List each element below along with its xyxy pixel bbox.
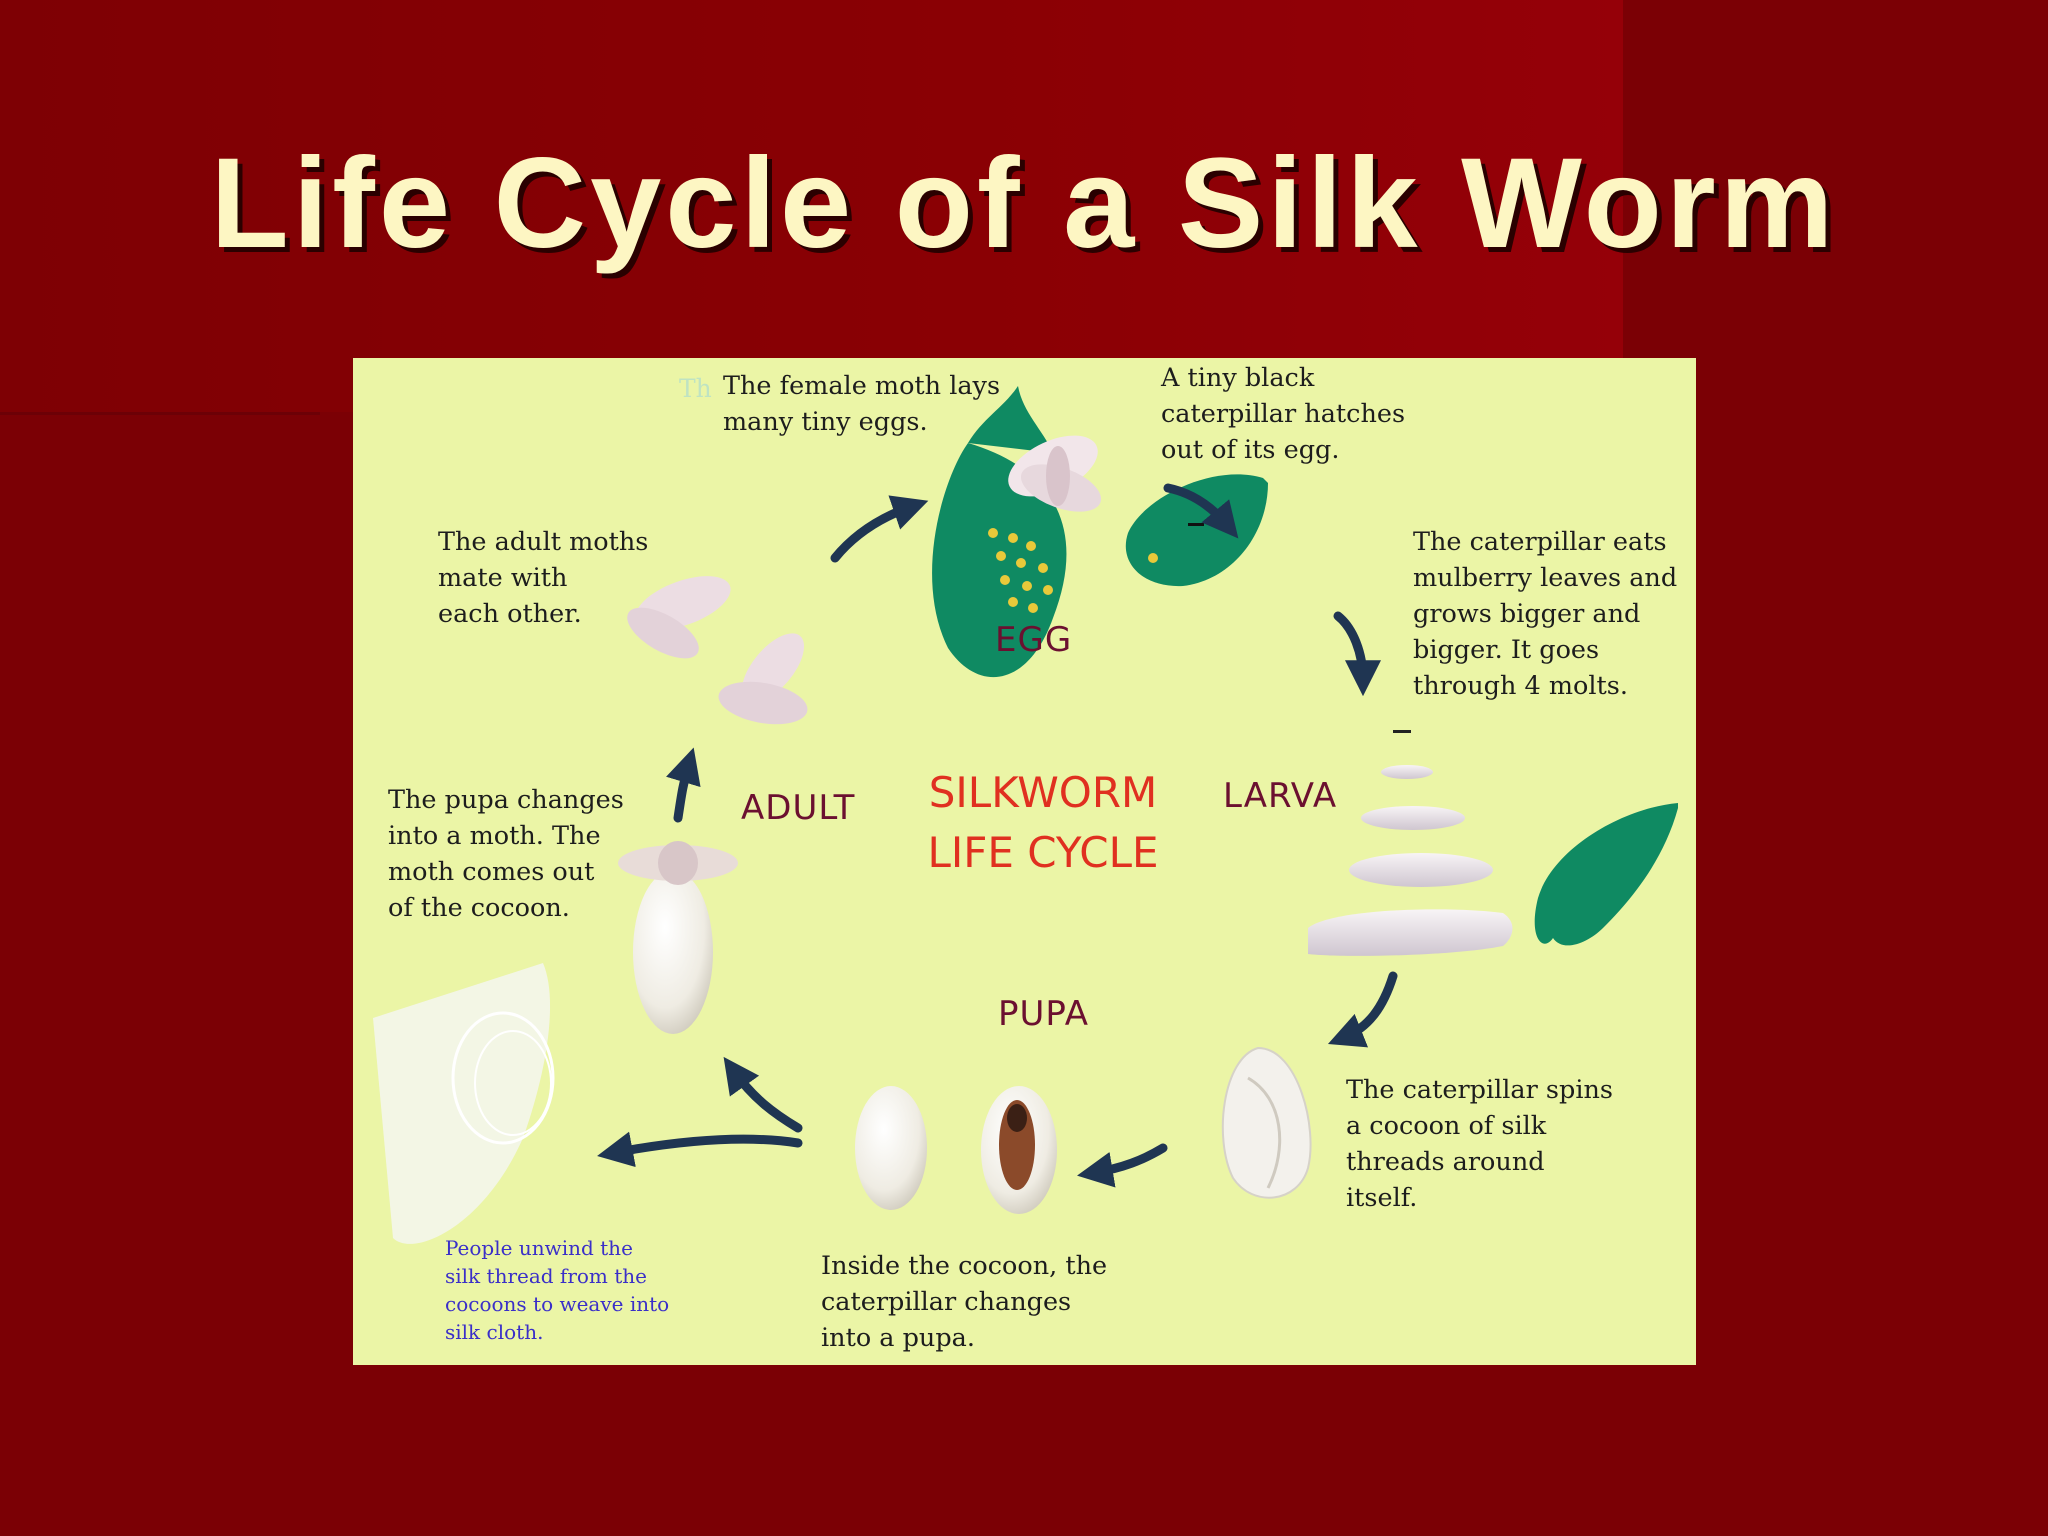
- caption-inside: Inside the cocoon, the caterpillar chang…: [821, 1251, 1108, 1353]
- caption-hatch: A tiny black caterpillar hatches out of …: [1161, 363, 1406, 465]
- mating-moths-icon: [627, 576, 808, 725]
- arrow-icon: [597, 483, 1398, 1188]
- center-title: SILKWORM LIFE CYCLE: [893, 763, 1193, 883]
- mulberry-leaf-icon: [1534, 803, 1678, 946]
- caption-unwind: People unwind the silk thread from the c…: [445, 1236, 670, 1344]
- caption-pupa-changes: The pupa changes into a moth. The moth c…: [388, 785, 624, 923]
- title-background-panel: [0, 0, 1623, 412]
- caption-spins: The caterpillar spins a cocoon of silk t…: [1346, 1075, 1614, 1213]
- caption-eats: The caterpillar eats mulberry leaves and…: [1413, 527, 1678, 701]
- faint-text: Th: [679, 374, 712, 403]
- life-cycle-diagram: Th The female moth lays many tiny eggs. …: [353, 358, 1696, 1365]
- pupa-icon: [981, 1086, 1057, 1214]
- egg-leaf-icon: [932, 386, 1067, 678]
- moth-icon: [1008, 435, 1102, 512]
- stage-label-adult: ADULT: [741, 788, 856, 828]
- center-title-line-1: SILKWORM: [928, 768, 1158, 817]
- silk-thread-icon: [373, 963, 555, 1244]
- diagram-illustration: [373, 386, 1678, 1244]
- emerging-cocoon-icon: [618, 841, 738, 1034]
- caterpillar-icon: [1308, 730, 1513, 956]
- caption-mate: The adult moths mate with each other.: [438, 527, 649, 629]
- center-title-line-2: LIFE CYCLE: [927, 828, 1159, 877]
- hatch-leaf-icon: [1125, 474, 1268, 587]
- title-background-edge: [0, 412, 320, 415]
- spinning-cocoon-icon: [1221, 1046, 1312, 1199]
- stage-label-egg: EGG: [995, 620, 1073, 660]
- stage-label-pupa: PUPA: [998, 994, 1089, 1034]
- stage-label-larva: LARVA: [1223, 776, 1338, 816]
- caption-female-lays: The female moth lays many tiny eggs.: [723, 371, 1001, 437]
- slide-title: Life Cycle of a Silk Worm: [210, 132, 1838, 275]
- cocoon-icon: [855, 1086, 927, 1210]
